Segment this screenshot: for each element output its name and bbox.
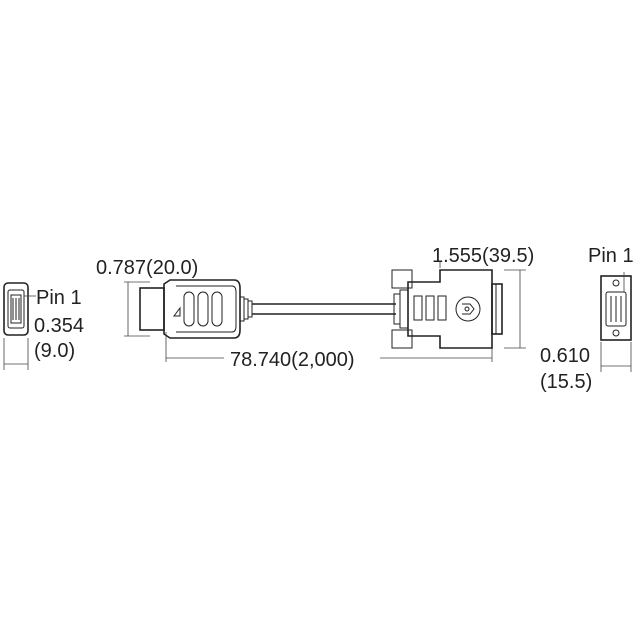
dvi-plug — [391, 262, 526, 349]
dvi-width-mm: (15.5) — [540, 371, 592, 393]
dvi-pin-label: Pin 1 — [588, 245, 634, 267]
hdmi-plug-height-label: 0.787(20.0) — [96, 257, 198, 279]
dvi-plug-height-label: 1.555(39.5) — [432, 245, 534, 267]
dvi-end-view — [600, 272, 632, 372]
cable — [165, 303, 493, 362]
hdmi-pin-label: Pin 1 — [36, 287, 82, 309]
cable-length-label: 78.740(2,000) — [230, 349, 355, 371]
hdmi-plug — [124, 279, 253, 339]
hdmi-end-view — [3, 282, 36, 370]
dvi-width-inch: 0.610 — [540, 345, 590, 367]
hdmi-width-inch: 0.354 — [34, 315, 84, 337]
hdmi-width-mm: (9.0) — [34, 340, 75, 362]
